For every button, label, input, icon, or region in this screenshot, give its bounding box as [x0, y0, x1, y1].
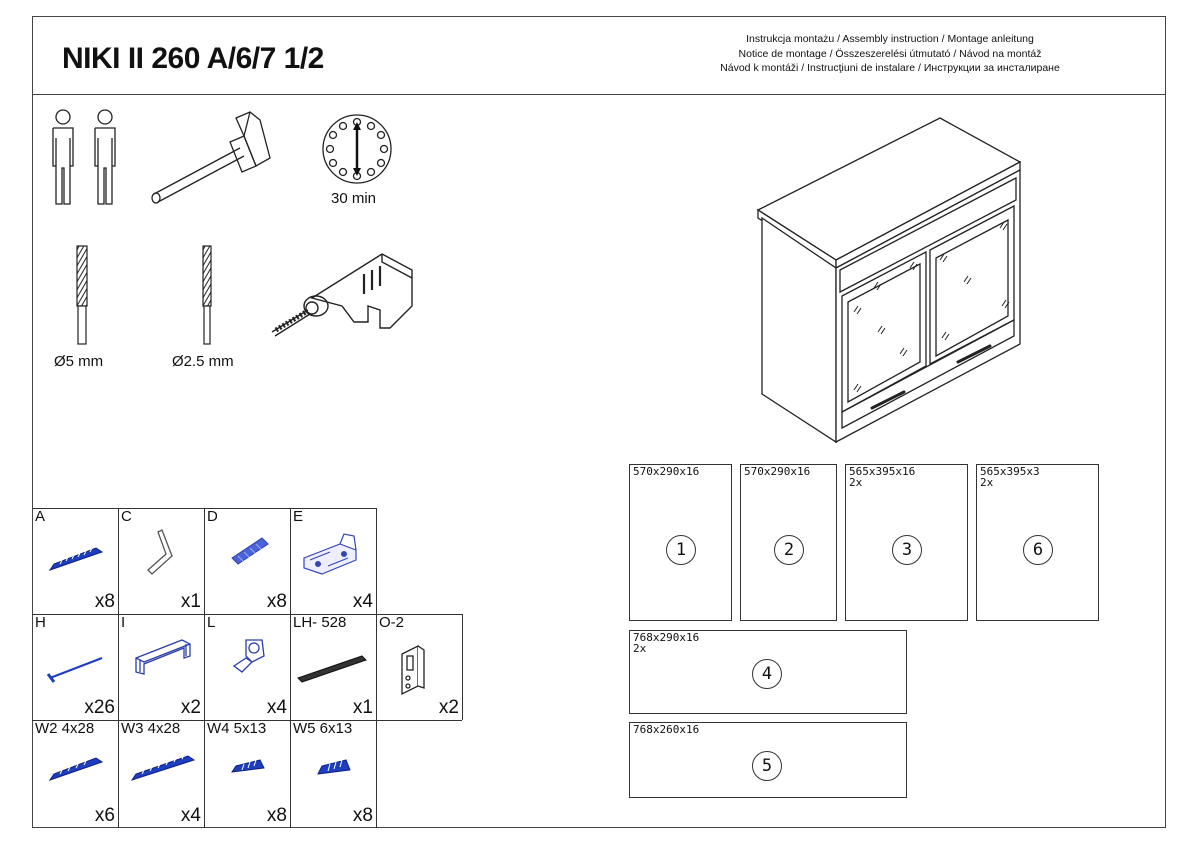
part-quantity: x6	[94, 805, 115, 826]
panel-dimensions: 768x260x16	[633, 723, 700, 736]
allen-key-icon	[147, 529, 173, 575]
part-quantity: x26	[84, 697, 115, 718]
panel-number: 3	[892, 535, 922, 565]
screw-icon	[48, 757, 104, 781]
part-quantity: x8	[352, 805, 373, 826]
panel-count: 2x	[633, 642, 647, 655]
panel-number: 1	[666, 535, 696, 565]
handle-icon	[135, 639, 191, 675]
hardware-item-lh-528: LH- 528 x1	[290, 614, 376, 720]
hardware-item-w3: W3 4x28 x4	[118, 720, 204, 828]
hammer-icon	[151, 111, 271, 204]
part-quantity: x4	[352, 591, 373, 612]
power-drill-icon	[271, 253, 413, 337]
hanging-bracket-icon	[401, 644, 425, 696]
hardware-item-o-2: O-2 x2	[376, 614, 462, 720]
part-quantity: x1	[352, 697, 373, 718]
screw-icon	[130, 752, 196, 781]
hardware-item-w2: W2 4x28 x6	[32, 720, 118, 828]
hardware-item-h: H x26	[32, 614, 118, 720]
part-quantity: x2	[438, 697, 459, 718]
panel-count: 2x	[980, 476, 994, 489]
part-code: E	[293, 508, 304, 525]
panel-1: 570x290x16 1	[629, 464, 732, 621]
panel-number: 4	[752, 659, 782, 689]
language-line: Instrukcja montażu / Assembly instructio…	[746, 33, 1034, 45]
header-divider	[32, 94, 1166, 95]
part-code: I	[121, 614, 126, 631]
assembly-time: 30 min	[331, 190, 377, 207]
part-code: O-2	[379, 614, 405, 631]
part-code: H	[35, 614, 46, 631]
part-quantity: x1	[180, 591, 201, 612]
part-code: W4 5x13	[207, 720, 267, 737]
language-line: Návod k montáži / Instrucţiuni de instal…	[720, 62, 1060, 74]
drill-bit-5mm-icon	[76, 245, 88, 345]
instruction-languages: Instrukcja montażu / Assembly instructio…	[640, 32, 1140, 76]
two-persons-icon	[52, 109, 116, 205]
hardware-item-a: A x8	[32, 508, 118, 614]
part-code: D	[207, 508, 218, 525]
panel-5: 768x260x16 5	[629, 722, 907, 798]
page-title: NIKI II 260 A/6/7 1/2	[62, 42, 324, 75]
language-line: Notice de montage / Összeszerelési útmut…	[738, 47, 1042, 60]
part-code: LH- 528	[293, 614, 347, 631]
panel-dimensions: 570x290x16	[633, 465, 700, 478]
hinge-icon	[303, 533, 357, 575]
part-code: C	[121, 508, 132, 525]
nail-icon	[46, 656, 103, 683]
panel-dimensions: 565x395x3	[980, 465, 1040, 478]
panel-number: 2	[774, 535, 804, 565]
panel-dimensions: 570x290x16	[744, 465, 811, 478]
hardware-item-d: D x8	[204, 508, 290, 614]
panel-4: 768x290x16 2x 4	[629, 630, 907, 714]
panel-number: 6	[1023, 535, 1053, 565]
part-quantity: x8	[266, 591, 287, 612]
panel-6: 565x395x3 2x 6	[976, 464, 1099, 621]
hardware-item-w5: W5 6x13 x8	[290, 720, 376, 828]
dowel-icon	[231, 537, 269, 565]
hardware-item-i: I x2	[118, 614, 204, 720]
part-code: A	[35, 508, 46, 525]
panel-dimensions: 565x395x16	[849, 465, 916, 478]
part-code: W5 6x13	[293, 720, 353, 737]
part-code: W2 4x28	[35, 720, 95, 737]
hardware-item-e: E x4	[290, 508, 376, 614]
panel-3: 565x395x16 2x 3	[845, 464, 968, 621]
panel-dimensions: 768x290x16	[633, 631, 700, 644]
part-quantity: x8	[266, 805, 287, 826]
hardware-item-l: L x4	[204, 614, 290, 720]
part-quantity: x4	[266, 697, 287, 718]
panel-2: 570x290x16 2	[740, 464, 837, 621]
part-code: L	[207, 614, 216, 631]
screw-icon	[48, 545, 104, 571]
drill-bit-5mm-label: Ø5 mm	[54, 353, 104, 370]
strip-icon	[297, 655, 367, 683]
short-screw-icon	[230, 759, 265, 773]
hardware-item-c: C x1	[118, 508, 204, 614]
part-quantity: x2	[180, 697, 201, 718]
drill-bit-2-5mm-label: Ø2.5 mm	[172, 353, 234, 370]
panel-count: 2x	[849, 476, 863, 489]
shelf-support-icon	[232, 639, 265, 673]
part-code: W3 4x28	[121, 720, 181, 737]
short-screw-icon	[317, 759, 351, 775]
drill-bit-2-5mm-icon	[202, 245, 212, 345]
part-quantity: x4	[180, 805, 201, 826]
clock-icon	[322, 114, 392, 184]
hardware-item-w4: W4 5x13 x8	[204, 720, 290, 828]
page-frame	[32, 16, 1166, 828]
part-quantity: x8	[94, 591, 115, 612]
panel-number: 5	[752, 751, 782, 781]
cabinet-illustration	[756, 117, 1022, 444]
